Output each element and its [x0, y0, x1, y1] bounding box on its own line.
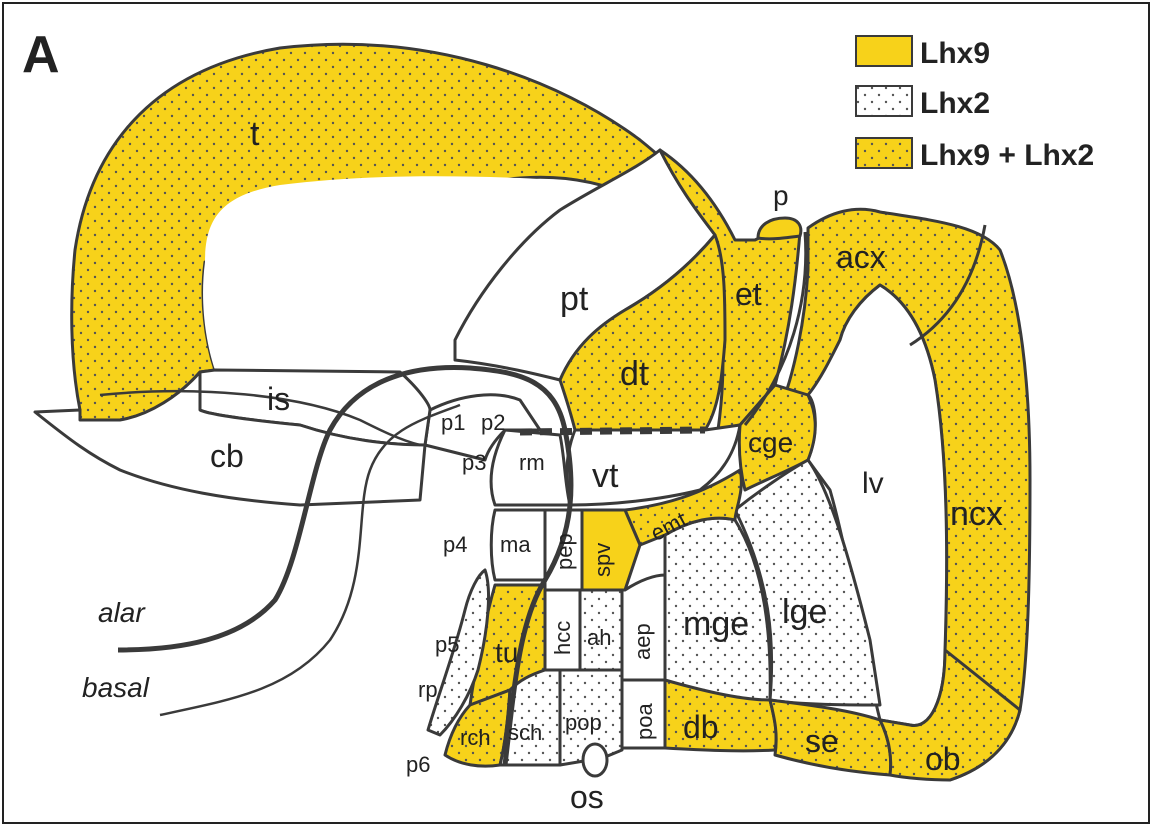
label-dt: dt — [620, 355, 649, 393]
label-cge: cge — [748, 427, 793, 458]
label-p3: p3 — [462, 450, 486, 475]
legend-label-both: Lhx9 + Lhx2 — [920, 139, 1094, 172]
label-os: os — [570, 779, 604, 815]
legend-label-lhx9: Lhx9 — [920, 37, 990, 70]
region-p — [758, 218, 801, 239]
label-cb: cb — [210, 438, 244, 474]
label-lge: lge — [782, 593, 827, 631]
label-spv: spv — [590, 543, 615, 577]
label-acx: acx — [836, 239, 886, 275]
label-rm: rm — [519, 450, 545, 475]
label-t: t — [250, 115, 260, 153]
label-hcc: hcc — [550, 621, 575, 655]
label-poa: poa — [632, 703, 657, 740]
label-p: p — [773, 180, 789, 211]
label-pt: pt — [560, 280, 589, 318]
label-pep: pep — [552, 533, 577, 570]
legend-swatch-both — [856, 138, 912, 168]
region-os — [583, 744, 607, 776]
label-ma: ma — [500, 532, 531, 557]
label-ncx: ncx — [950, 495, 1003, 533]
label-basal: basal — [82, 672, 150, 703]
label-ah: ah — [587, 625, 611, 650]
label-et: et — [735, 276, 762, 312]
label-is: is — [267, 381, 290, 417]
label-aep: aep — [630, 623, 655, 660]
label-vt: vt — [592, 457, 619, 495]
legend-swatch-lhx9 — [856, 36, 912, 66]
panel-label: A — [22, 26, 60, 84]
label-tu: tu — [495, 637, 518, 668]
label-db: db — [683, 709, 719, 745]
label-mge: mge — [683, 605, 749, 643]
label-ob: ob — [925, 741, 961, 777]
label-sch: sch — [508, 720, 542, 745]
legend-label-lhx2: Lhx2 — [920, 87, 990, 120]
label-lv: lv — [862, 467, 884, 500]
label-p4: p4 — [443, 532, 467, 557]
label-p5: p5 — [435, 632, 459, 657]
label-rp: rp — [418, 677, 438, 702]
label-p6: p6 — [406, 752, 430, 777]
label-rch: rch — [460, 725, 491, 750]
legend: Lhx9 Lhx2 Lhx9 + Lhx2 — [856, 36, 1094, 172]
label-p1: p1 — [441, 410, 465, 435]
label-p2: p2 — [481, 410, 505, 435]
label-alar: alar — [98, 597, 146, 628]
label-pop: pop — [565, 710, 602, 735]
label-se: se — [805, 723, 839, 759]
legend-swatch-lhx2 — [856, 86, 912, 116]
